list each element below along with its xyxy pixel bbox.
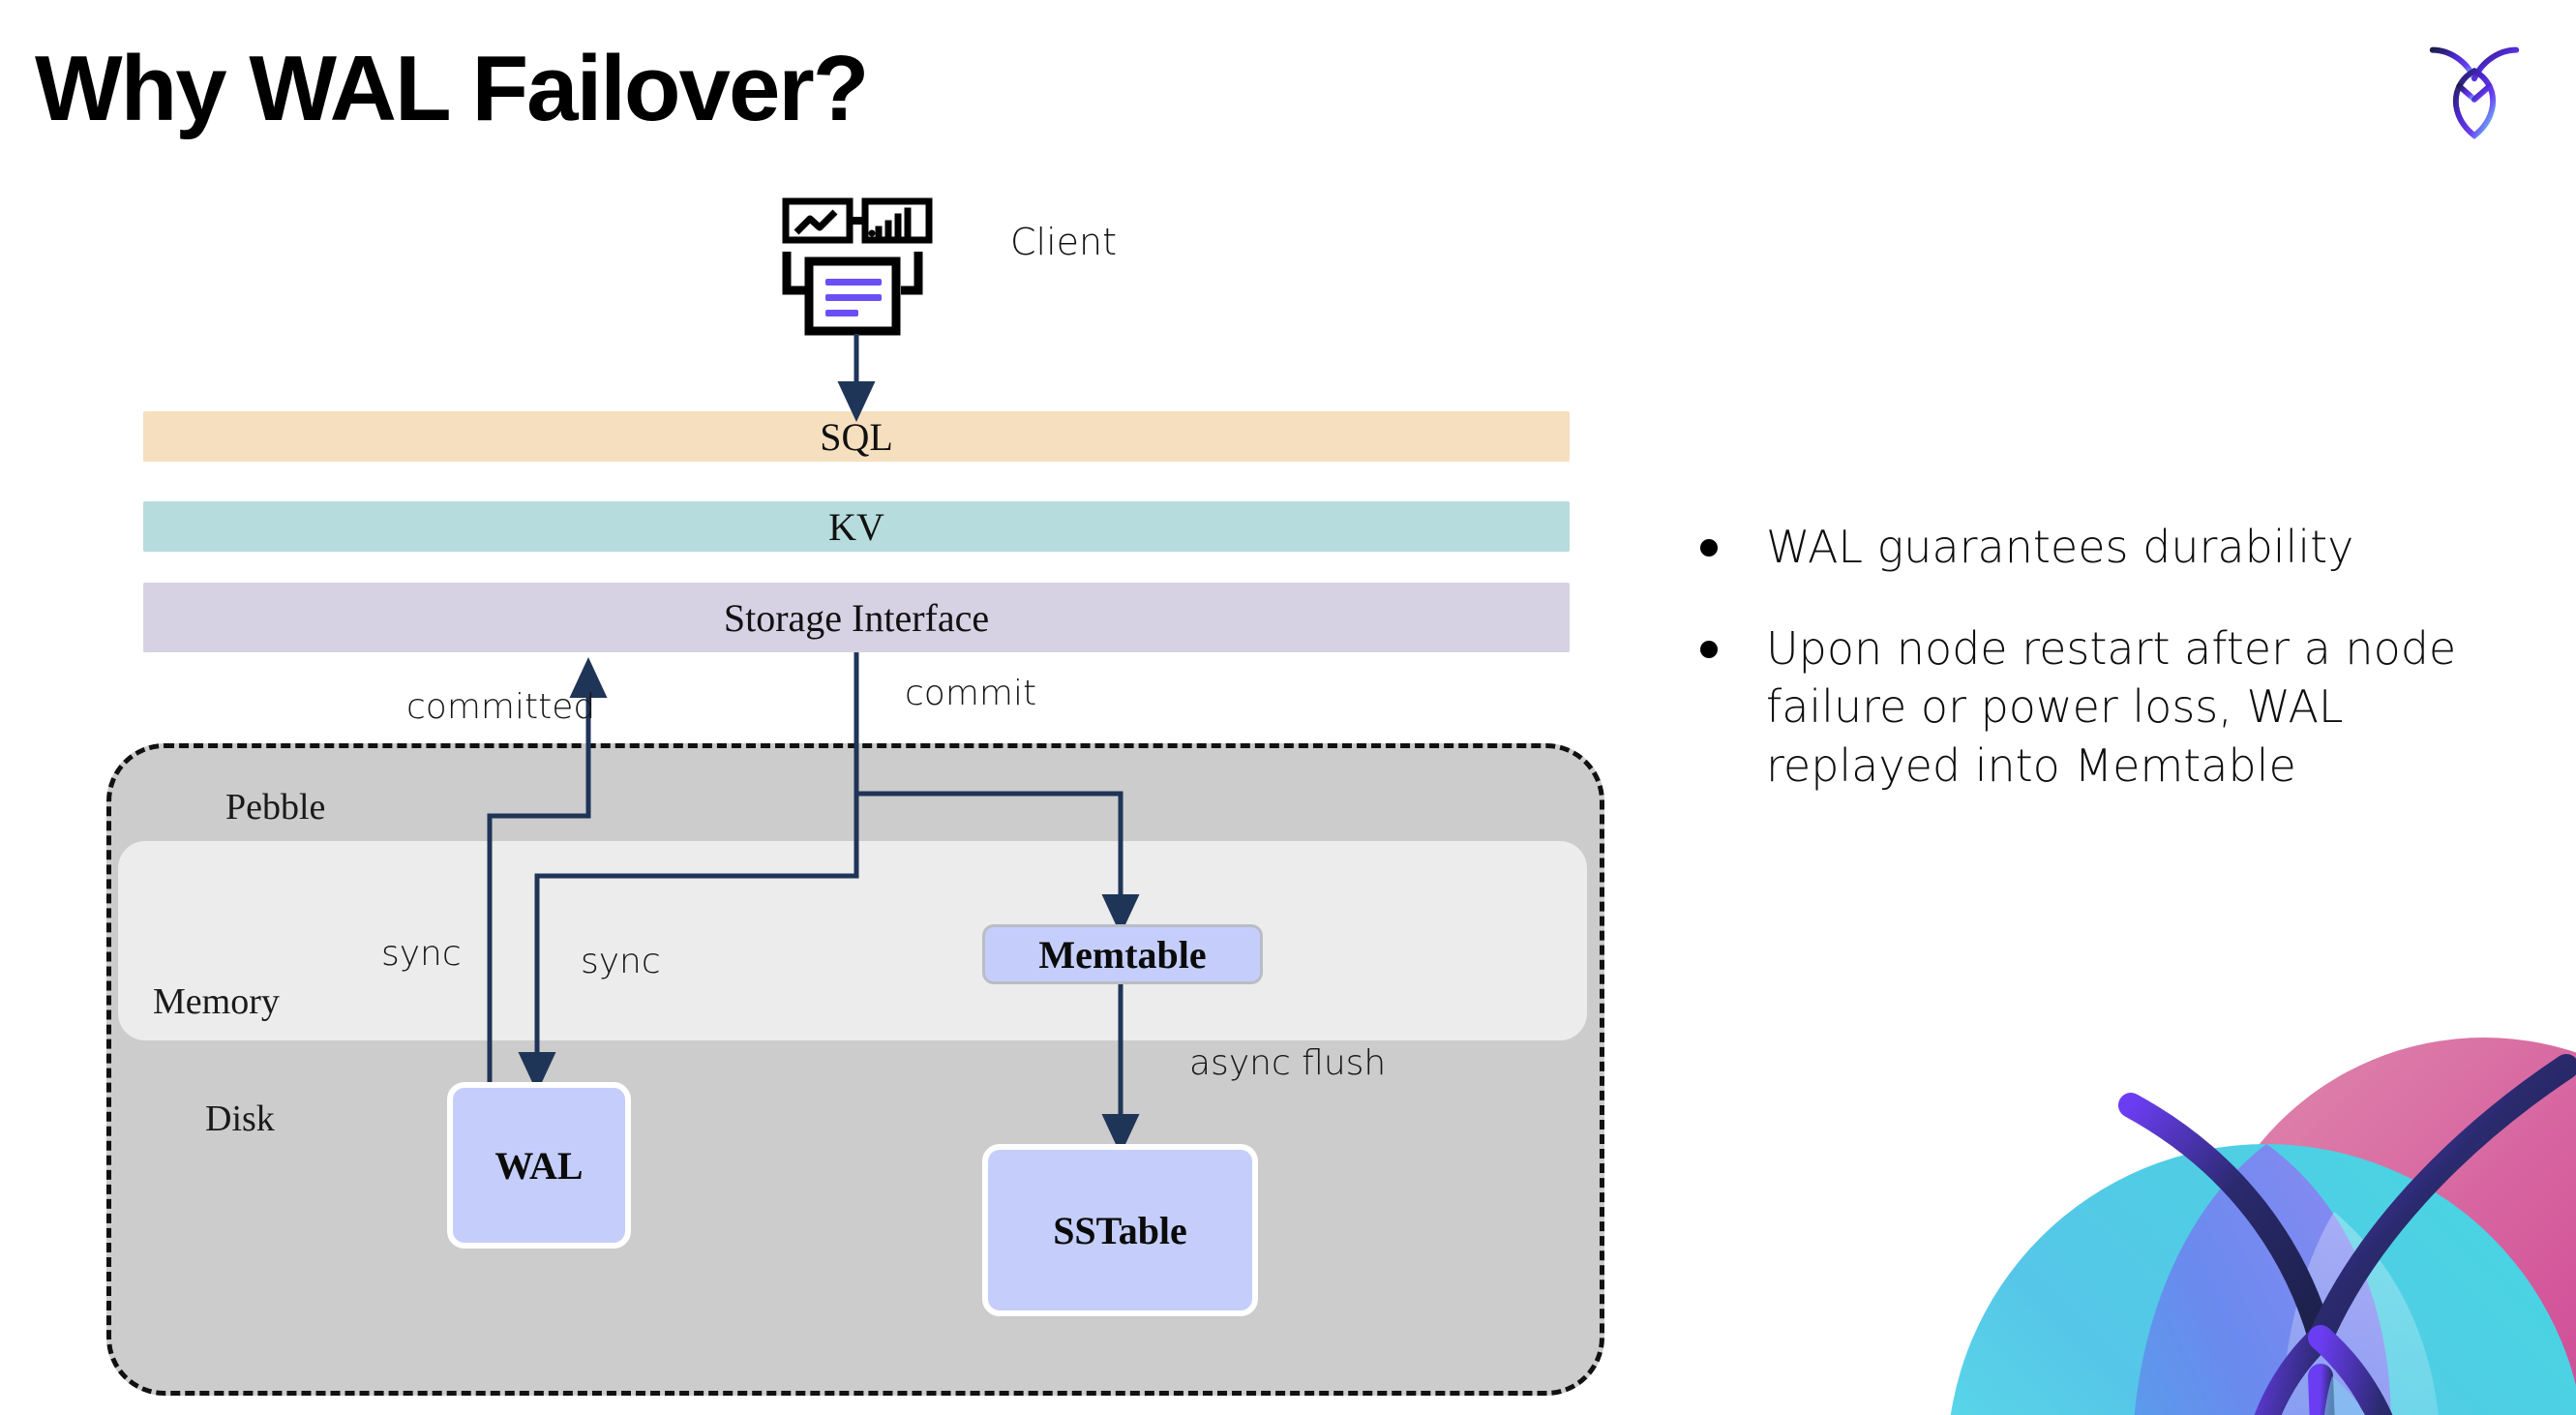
list-item: WAL guarantees durability (1700, 518, 2513, 577)
page-title: Why WAL Failover? (35, 37, 869, 140)
edge-label-sync-right: sync (581, 942, 661, 981)
corner-gradient-art (1947, 921, 2576, 1415)
node-sstable-label: SSTable (1053, 1208, 1187, 1252)
stack-bar-sql: SQL (143, 411, 1570, 462)
stack-bar-kv: KV (143, 501, 1570, 552)
bullet-dot-icon (1700, 640, 1718, 658)
edge-label-async-flush: async flush (1189, 1043, 1387, 1083)
bullet-dot-icon (1700, 539, 1718, 557)
stack-bar-kv-label: KV (828, 504, 884, 549)
list-item: Upon node restart after a node failure o… (1700, 619, 2513, 796)
node-wal: WAL (447, 1082, 631, 1249)
node-wal-label: WAL (494, 1143, 584, 1188)
bullet-list: WAL guarantees durability Upon node rest… (1700, 518, 2513, 838)
memory-label: Memory (153, 981, 280, 1022)
memory-zone (118, 841, 1587, 1040)
stack-bar-sql-label: SQL (820, 414, 893, 459)
edge-label-commit: commit (905, 674, 1037, 713)
pebble-label: Pebble (225, 787, 326, 828)
client-dashboard-icon (769, 194, 936, 337)
bullet-text: Upon node restart after a node failure o… (1766, 621, 2457, 793)
cockroachdb-logo-icon (2417, 29, 2531, 143)
node-memtable: Memtable (982, 924, 1263, 984)
edge-label-committed: committed (406, 687, 596, 727)
client-label: Client (1010, 221, 1118, 263)
stack-bar-storage-interface: Storage Interface (143, 583, 1570, 652)
node-memtable-label: Memtable (1038, 932, 1207, 977)
bullet-text: WAL guarantees durability (1766, 521, 2354, 573)
edge-label-sync-left: sync (381, 934, 462, 974)
disk-label: Disk (205, 1099, 275, 1139)
node-sstable: SSTable (982, 1144, 1258, 1316)
stack-bar-storage-label: Storage Interface (723, 595, 990, 640)
